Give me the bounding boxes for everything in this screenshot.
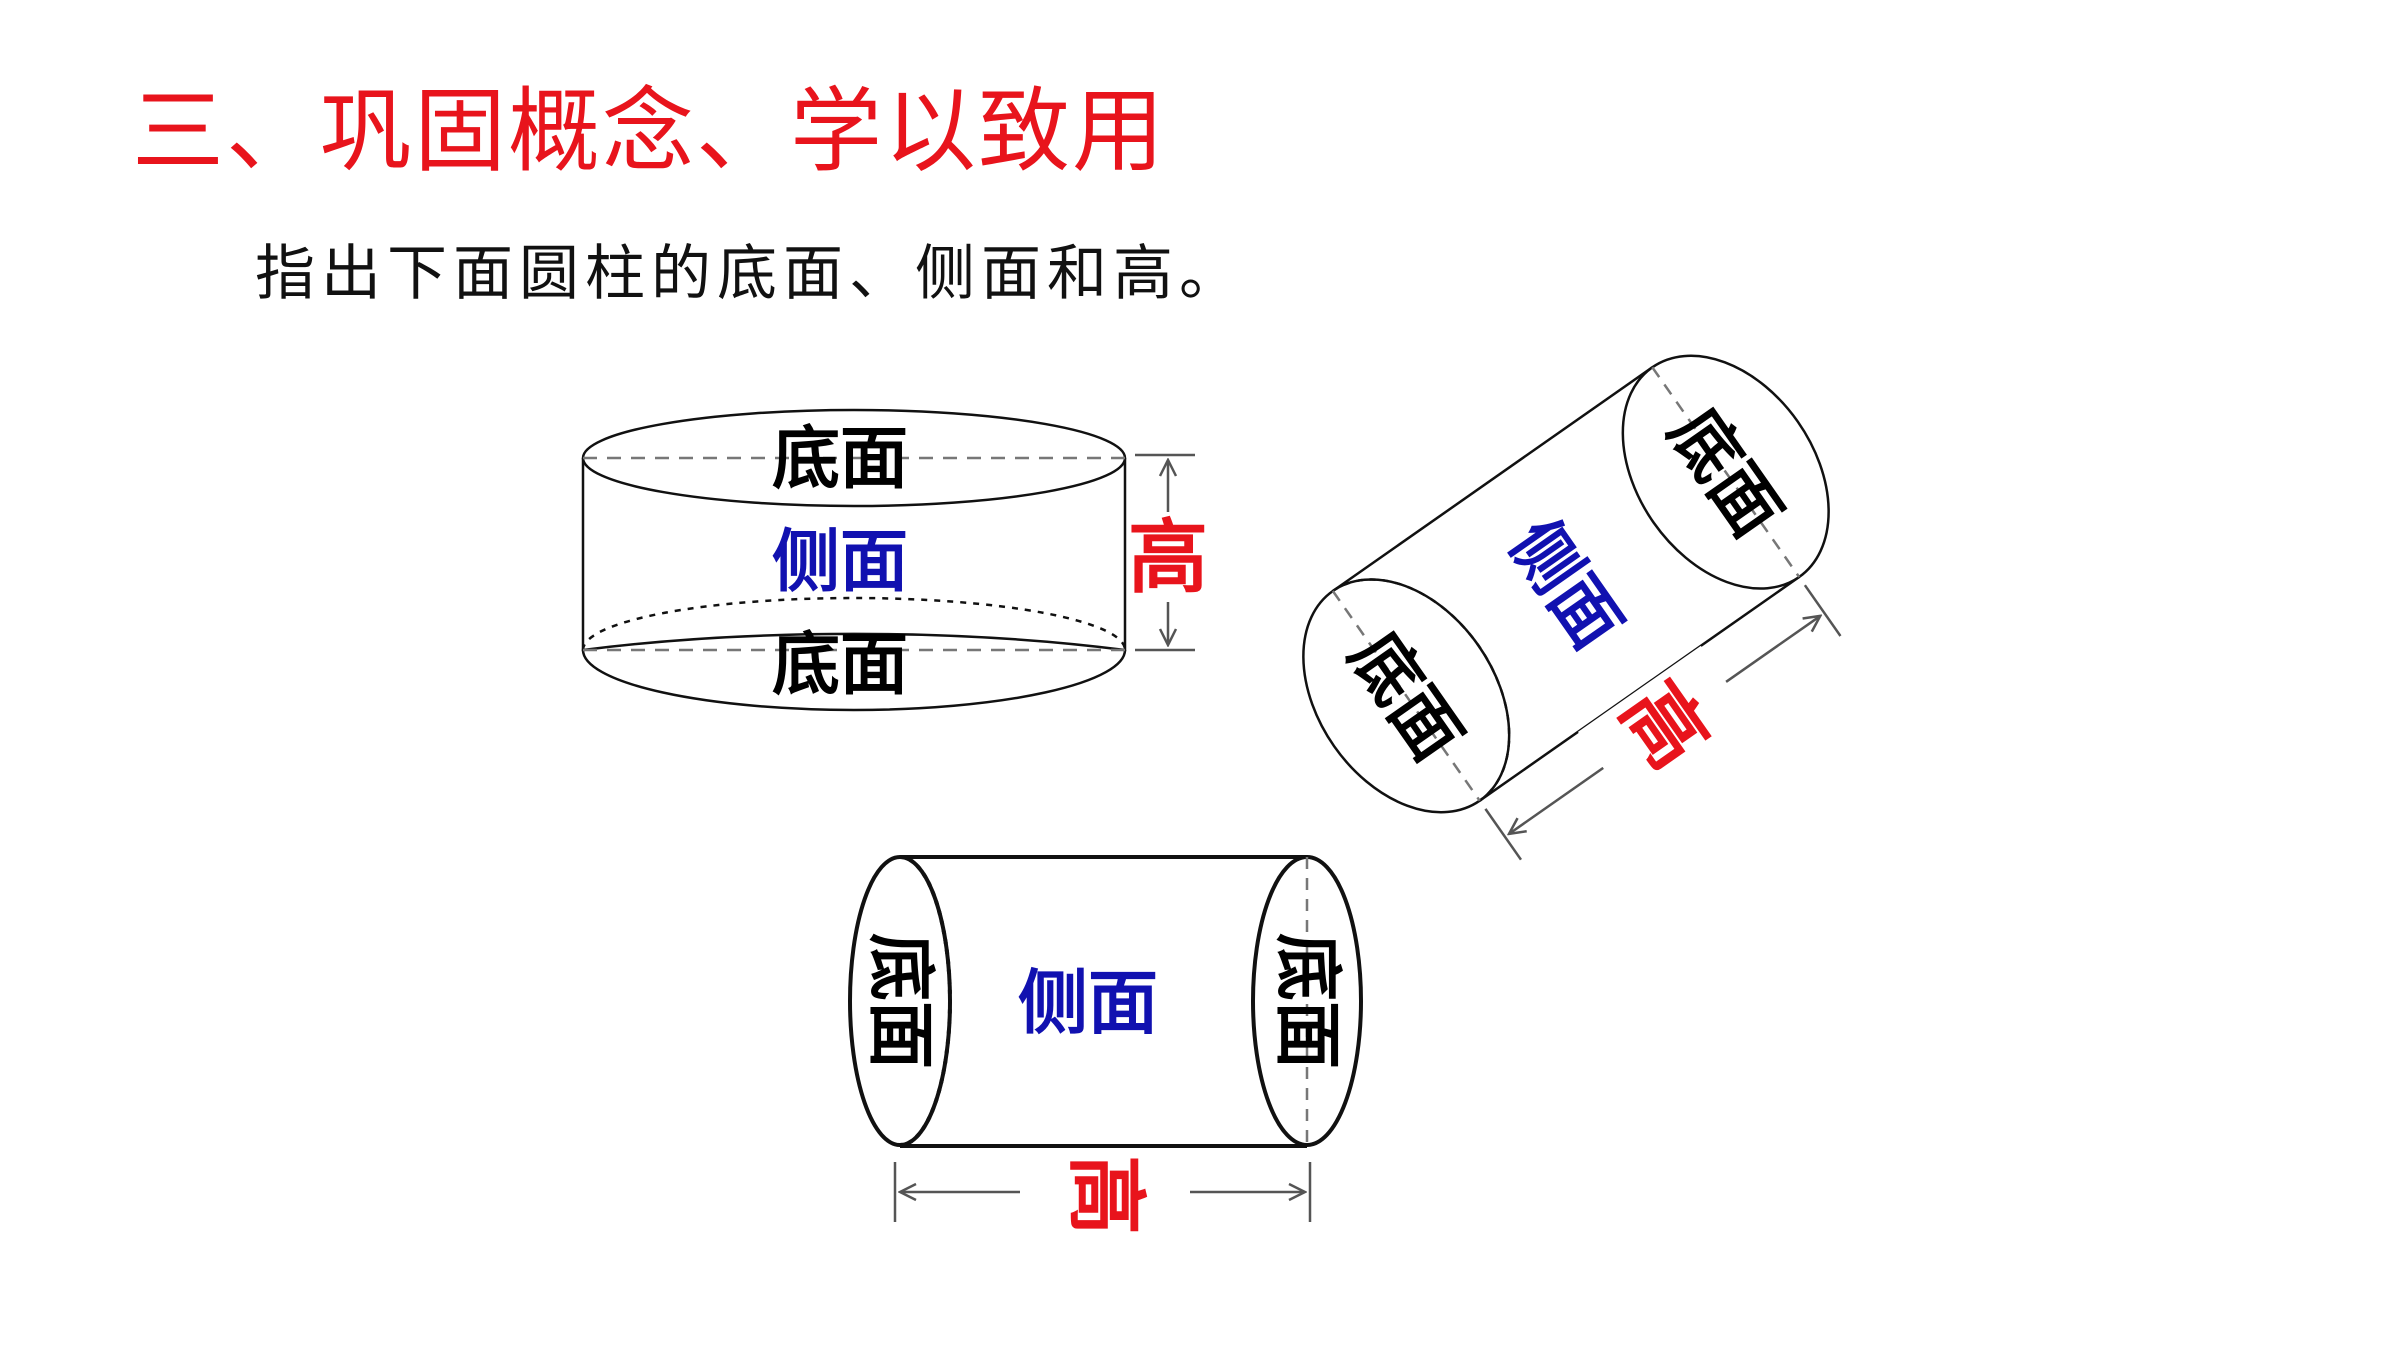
tilted-height-tick-right [1803, 584, 1842, 637]
cylinder-tilted-right-diameter [1651, 366, 1801, 578]
cylinder-tilted: 底面 底面 侧面 高 [1302, 354, 1842, 861]
label-side: 侧面 [772, 523, 908, 602]
cylinder-horizontal-hidden-curve [899, 855, 952, 1147]
label-base-top: 底面 [772, 420, 908, 499]
cylinder-horizontal: 底面 底面 侧面 高 [848, 855, 1363, 1240]
cylinder-standing-front-curve [581, 649, 1127, 712]
tilted-height-tick-left [1484, 808, 1523, 861]
tilted-label-side: 侧面 [1493, 506, 1636, 663]
horizontal-label-base-left: 底面 [860, 933, 939, 1069]
horizontal-label-height: 高 [1059, 1155, 1152, 1235]
cylinder-standing: 底面 侧面 底面 高 [581, 408, 1210, 712]
horizontal-label-side: 侧面 [1018, 962, 1158, 1044]
cylinder-tilted-top-edge [1332, 366, 1654, 593]
instruction-text: 指出下面圆柱的底面、侧面和高。 [255, 239, 1245, 309]
cylinder-standing-side [581, 458, 1127, 652]
page-title: 三、巩固概念、学以致用 [132, 78, 1167, 185]
cylinder-tilted-hidden-curve [1332, 578, 1511, 802]
horizontal-label-base-right: 底面 [1267, 933, 1346, 1069]
label-height: 高 [1128, 511, 1208, 604]
label-base-bottom: 底面 [772, 626, 908, 705]
cylinder-standing-back-curve [581, 596, 1127, 651]
cylinder-tilted-left-diameter [1331, 590, 1481, 802]
